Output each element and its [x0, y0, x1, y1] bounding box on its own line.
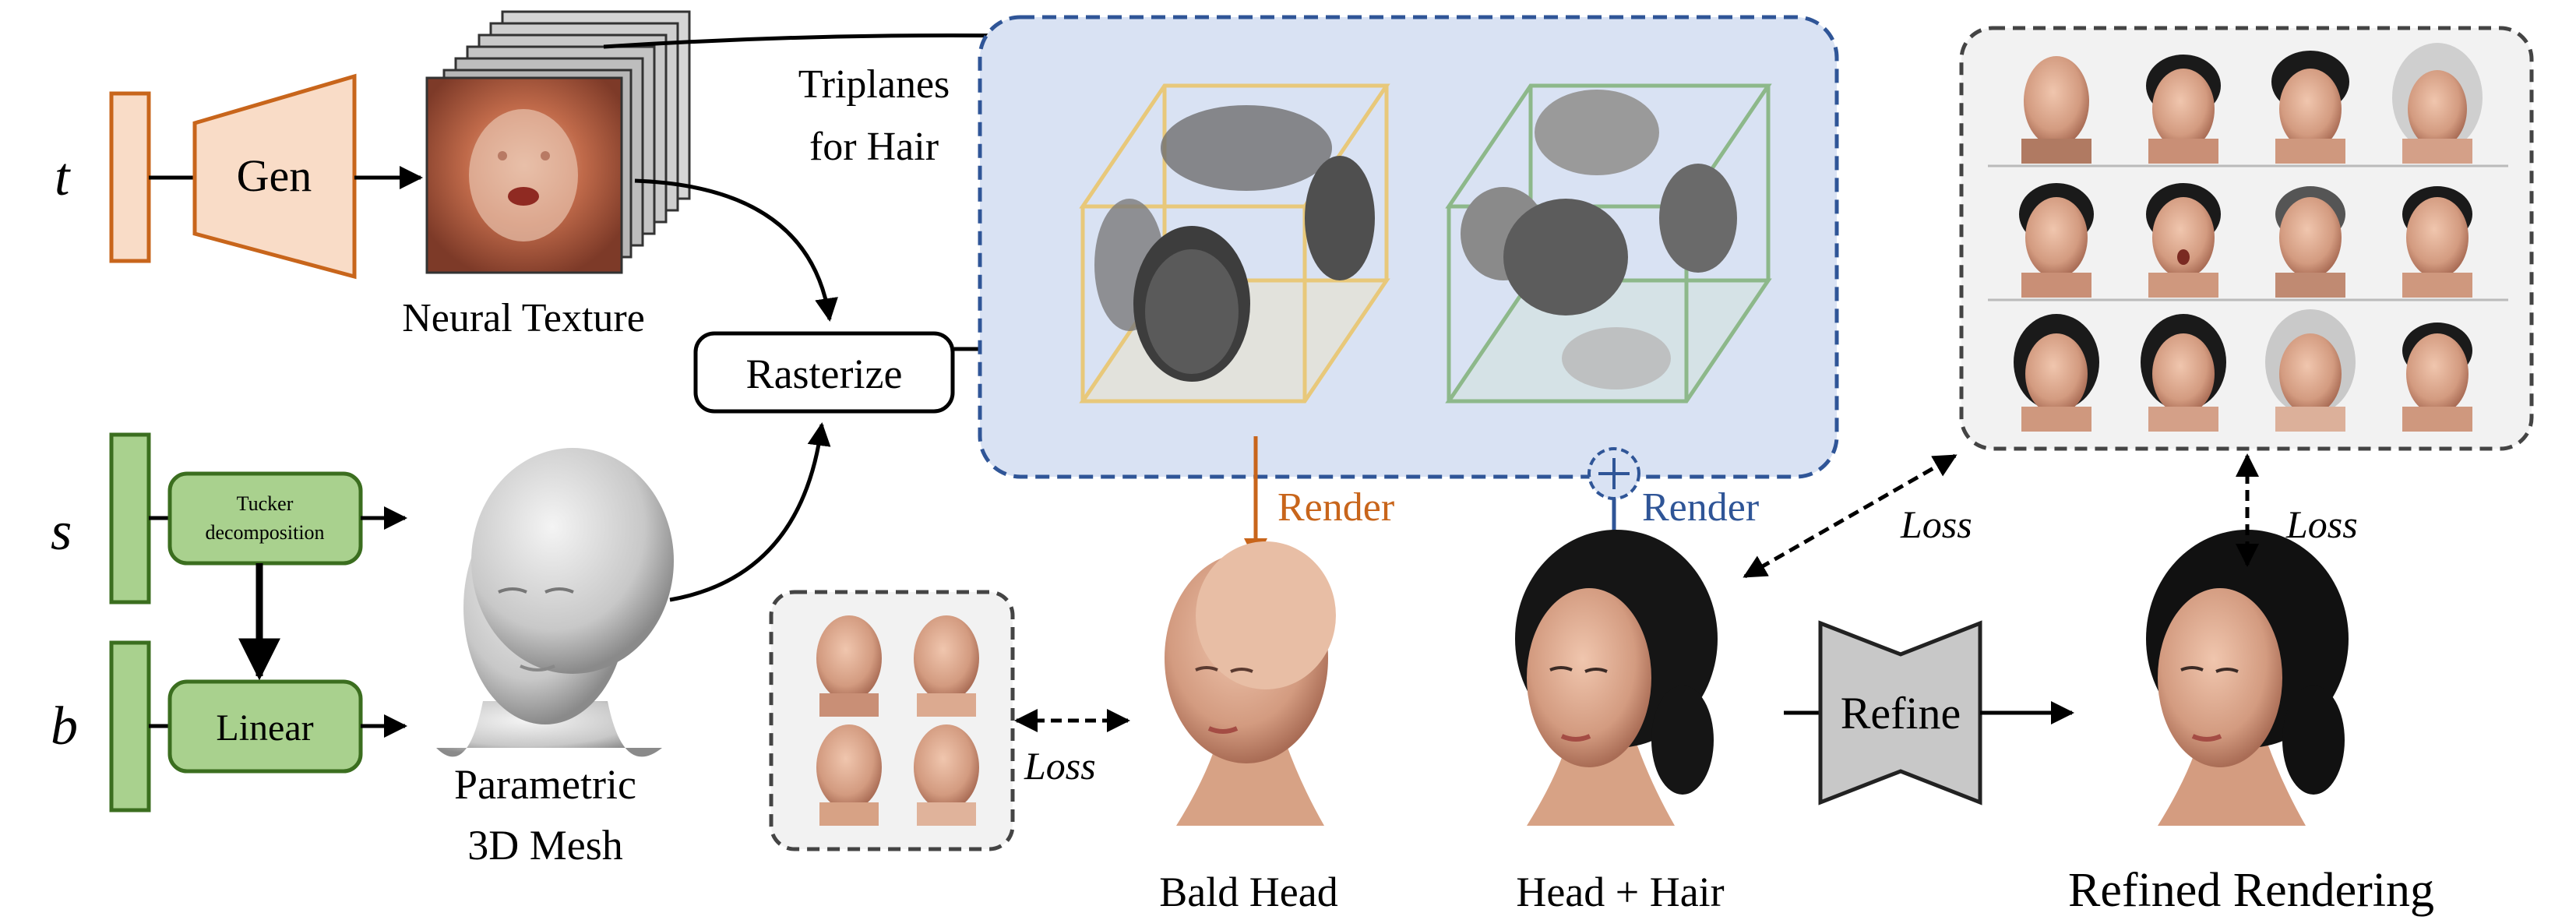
loss-hair-label: Loss	[1900, 502, 1972, 546]
mesh-to-rasterize-arrow	[669, 422, 831, 602]
render-hair-label: Render	[1642, 485, 1759, 530]
refined-gt-faces	[1988, 43, 2508, 432]
bald-triplane-cube	[1079, 83, 1390, 404]
parametric-mesh-image	[436, 448, 674, 757]
refine-label: Refine	[1841, 688, 1961, 738]
latent-b-bar	[109, 640, 151, 812]
bald-head-label: Bald Head	[1159, 869, 1337, 915]
bald-gt-set	[769, 590, 1015, 851]
latent-s-bar	[109, 432, 151, 605]
triplanes-label-line1: Triplanes	[798, 62, 950, 107]
input-b-label: b	[51, 696, 78, 756]
head-hair-image	[1515, 530, 1718, 826]
refined-gt-set	[1959, 26, 2534, 451]
parametric-label-line1: Parametric	[454, 761, 636, 808]
input-t-label: t	[55, 147, 71, 207]
tucker-decomposition-block	[167, 471, 363, 566]
input-s-label: s	[51, 502, 72, 562]
parametric-label-line2: 3D Mesh	[467, 822, 623, 869]
tucker-label-line1: Tucker	[237, 492, 294, 515]
refined-rendering-image	[2146, 530, 2349, 826]
texture-to-rasterize-arrow	[634, 178, 838, 322]
linear-label: Linear	[216, 707, 313, 749]
bald-gt-faces	[816, 615, 979, 826]
loss-hair-arrow	[1743, 453, 1958, 579]
neural-texture-label: Neural Texture	[402, 296, 645, 340]
neural-texture-stack	[425, 10, 691, 274]
loss-refined-label: Loss	[2285, 502, 2358, 546]
latent-t-bar	[109, 91, 151, 263]
refine-block	[1818, 620, 1982, 805]
gen-label: Gen	[237, 150, 312, 201]
render-bald-label: Render	[1277, 485, 1394, 530]
loss-bald-label: Loss	[1024, 744, 1096, 788]
head-hair-label: Head + Hair	[1516, 869, 1724, 915]
bald-head-image	[1165, 541, 1336, 826]
rasterize-block	[693, 331, 955, 414]
triplanes-label-line2: for Hair	[809, 125, 939, 169]
hair-triplane-cube	[1445, 83, 1772, 404]
rasterize-label: Rasterize	[746, 351, 903, 397]
gen-block	[192, 73, 357, 280]
tucker-label-line2: decomposition	[205, 521, 324, 544]
refined-rendering-label: Refined Rendering	[2068, 864, 2434, 917]
